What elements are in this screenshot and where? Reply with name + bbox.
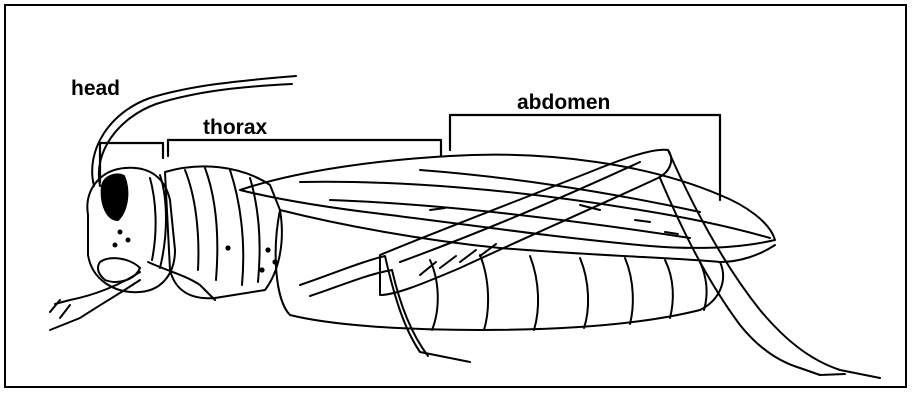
thorax [165, 166, 282, 298]
label-abdomen: abdomen [517, 92, 610, 113]
thorax-bracket [168, 140, 441, 156]
hind-leg [380, 150, 880, 378]
label-head: head [71, 78, 120, 99]
middle-leg [300, 256, 470, 362]
label-thorax: thorax [203, 117, 267, 138]
wings [240, 155, 775, 248]
